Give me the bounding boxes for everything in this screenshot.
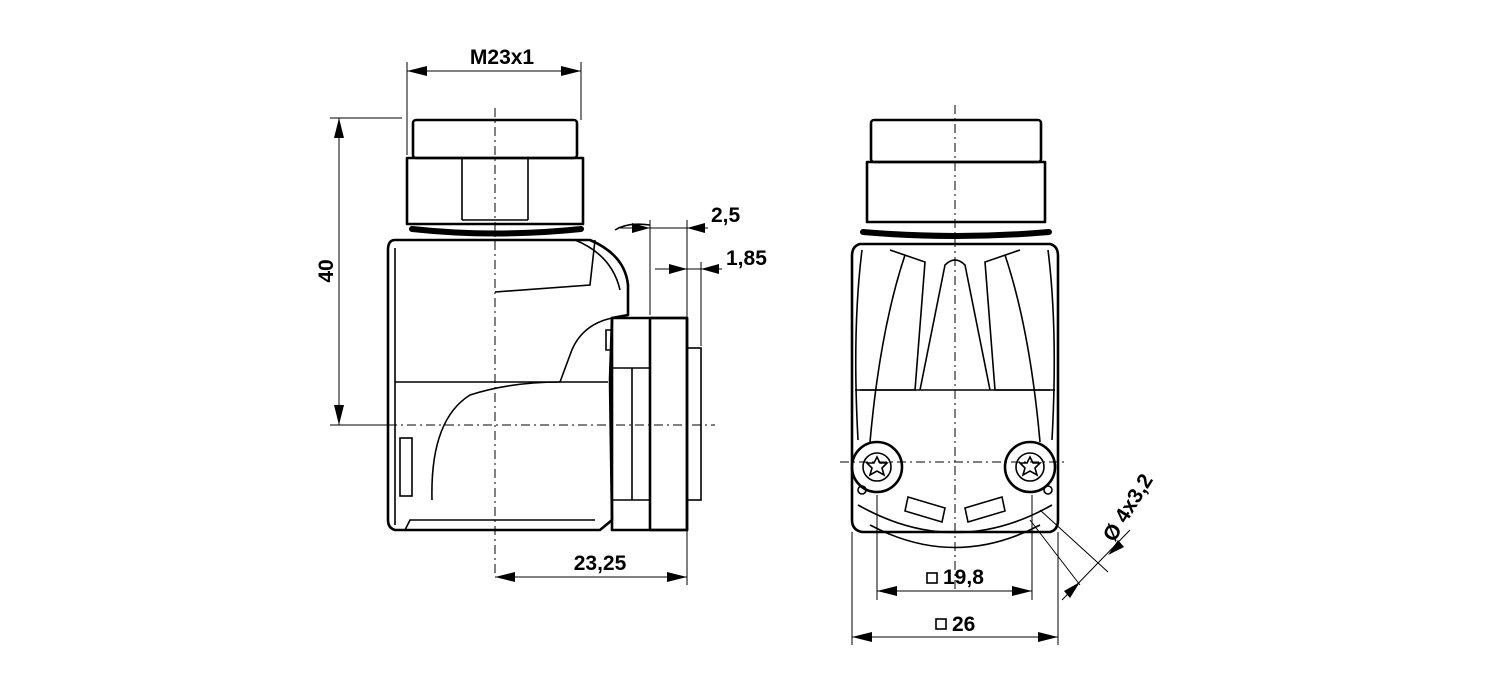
dim-width-label: 26 xyxy=(952,613,975,636)
angled-housing xyxy=(386,238,630,532)
square-symbol xyxy=(926,572,938,584)
dim-offset-b: 1,85 xyxy=(655,247,767,274)
latch-left xyxy=(904,495,946,524)
front-o-ring-seal xyxy=(860,229,1052,239)
front-coupling-nut xyxy=(865,118,1047,224)
dim-depth: 23,25 xyxy=(495,552,687,582)
dim-thread-label: M23x1 xyxy=(470,46,535,69)
screw-right xyxy=(1003,440,1057,494)
dim-holes-label: Ø 4x3,2 xyxy=(1099,470,1158,546)
o-ring-seal xyxy=(409,226,584,237)
screw-left xyxy=(850,440,904,494)
dim-offset-b-label: 1,85 xyxy=(726,247,767,270)
dim-hole-pattern-label: 19,8 xyxy=(943,566,984,589)
front-housing xyxy=(850,242,1060,549)
connector-flange xyxy=(605,223,702,532)
dim-offset-a: 2,5 xyxy=(620,204,741,233)
latch-right xyxy=(964,495,1006,524)
side-view: M23x1 40 2,5 1,85 23,25 xyxy=(315,46,767,585)
dim-depth-label: 23,25 xyxy=(574,552,627,575)
dim-width: 26 xyxy=(852,613,1058,642)
front-view: 19,8 26 Ø 4x3,2 xyxy=(840,105,1158,645)
dim-hole-pattern: 19,8 xyxy=(877,566,1032,596)
dim-holes: Ø 4x3,2 xyxy=(1029,470,1158,601)
mount-hole-left xyxy=(857,485,867,495)
dim-height: 40 xyxy=(315,118,344,425)
dim-thread: M23x1 xyxy=(407,46,581,76)
square-symbol xyxy=(935,618,947,630)
mount-hole-right xyxy=(1043,485,1053,495)
coupling-nut xyxy=(405,118,585,226)
dim-height-label: 40 xyxy=(315,259,338,282)
dim-offset-a-label: 2,5 xyxy=(711,204,741,227)
